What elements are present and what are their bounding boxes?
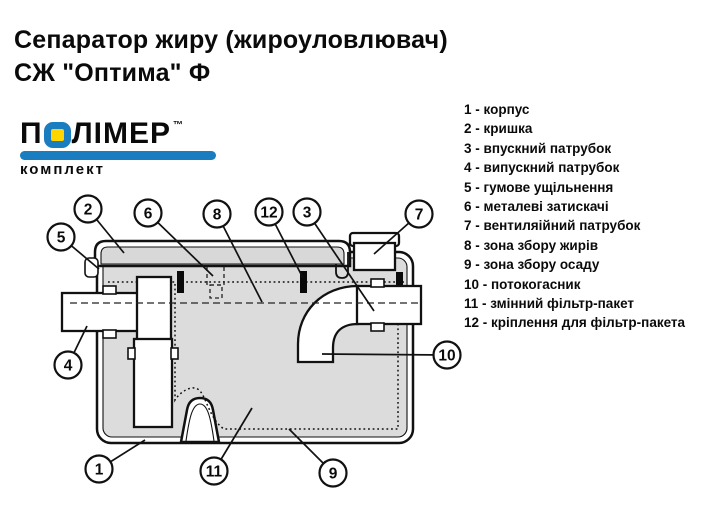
callout-number-2: 2 bbox=[84, 202, 93, 219]
callout-number-5: 5 bbox=[57, 230, 66, 247]
logo-o-swirl-icon bbox=[43, 122, 71, 148]
callout-circle-11 bbox=[199, 456, 229, 486]
trademark-symbol: ™ bbox=[172, 120, 184, 131]
inlet-pipe-tab bbox=[370, 322, 385, 332]
legend-item-number: 10 bbox=[464, 276, 480, 292]
title-line-2: СЖ "Оптима" Ф bbox=[14, 59, 211, 87]
legend-item-4: 4 - випускний патрубок bbox=[464, 160, 620, 176]
callout-circle-10 bbox=[432, 340, 462, 370]
legend-item-2: 2 - кришка bbox=[464, 121, 533, 137]
outlet-pipe-tab bbox=[102, 285, 117, 295]
clamp-bar bbox=[300, 271, 307, 293]
logo-letter-p: П bbox=[20, 117, 43, 150]
outlet-pipe-tab bbox=[102, 329, 117, 339]
logo-blue-bar bbox=[20, 151, 216, 160]
filter-mount-dashed-lower bbox=[209, 284, 223, 299]
callout-circle-9 bbox=[318, 458, 348, 488]
callout-number-7: 7 bbox=[415, 207, 424, 224]
callout-line-3 bbox=[306, 211, 375, 312]
inlet-elbow bbox=[296, 284, 360, 364]
callout-number-3: 3 bbox=[303, 205, 312, 222]
legend-item-label: зона збору жирів bbox=[483, 237, 599, 253]
legend-item-label: металеві затискачі bbox=[483, 199, 609, 215]
legend-item-5: 5 - гумове ущільнення bbox=[464, 179, 614, 195]
callout-circle-1 bbox=[84, 454, 114, 484]
callout-circle-12 bbox=[254, 197, 284, 227]
callout-circle-7 bbox=[404, 199, 434, 229]
logo-subtitle: комплект bbox=[20, 161, 105, 178]
legend: 1 - корпус 2 - кришка 3 - впускний патру… bbox=[464, 100, 702, 333]
callout-circle-4 bbox=[53, 350, 83, 380]
legend-item-number: 5 bbox=[464, 179, 472, 195]
callout-number-12: 12 bbox=[260, 205, 277, 222]
legend-item-number: 3 bbox=[464, 140, 472, 156]
outlet-pipe bbox=[60, 291, 140, 333]
callout-circle-3 bbox=[292, 197, 322, 227]
outlet-tee bbox=[135, 275, 173, 342]
legend-item-label: впускний патрубок bbox=[483, 140, 612, 156]
bottom-ridge-inner bbox=[185, 403, 215, 442]
callout-line-10 bbox=[321, 353, 448, 356]
legend-item-label: корпус bbox=[483, 102, 530, 117]
legend-item-number: 8 bbox=[464, 237, 472, 253]
legend-item-label: вентиляійний патрубок bbox=[483, 218, 641, 234]
inlet-pipe bbox=[355, 284, 423, 326]
legend-item-label: кріплення для фільтр-пакета bbox=[491, 315, 686, 331]
legend-item-number: 12 bbox=[464, 315, 480, 331]
legend-item-10: 10 - потокогасник bbox=[464, 276, 581, 292]
callout-circle-5 bbox=[46, 222, 76, 252]
drop-tube-tab bbox=[127, 347, 136, 360]
legend-item-label: потокогасник bbox=[491, 276, 581, 292]
lid-edge-channel bbox=[335, 252, 349, 279]
legend-item-label: змінний фільтр-пакет bbox=[490, 296, 635, 312]
callout-circle-6 bbox=[133, 198, 163, 228]
legend-item-8: 8 - зона збору жирів bbox=[464, 237, 599, 253]
inlet-pipe-tab bbox=[370, 278, 385, 288]
legend-item-label: випускний патрубок bbox=[483, 160, 620, 176]
callout-circle-8 bbox=[202, 199, 232, 229]
callout-circle-2 bbox=[73, 194, 103, 224]
clamp-bar bbox=[396, 272, 403, 287]
callout-number-8: 8 bbox=[213, 207, 222, 224]
drop-tube-tab bbox=[170, 347, 179, 360]
legend-item-11: 11 - змінний фільтр-пакет bbox=[464, 296, 635, 312]
legend-item-label: гумове ущільнення bbox=[483, 179, 614, 195]
legend-item-number: 2 bbox=[464, 121, 472, 137]
callout-number-9: 9 bbox=[329, 466, 338, 483]
logo-letters: ЛІМЕР bbox=[71, 117, 171, 150]
legend-item-number: 9 bbox=[464, 257, 472, 273]
callout-number-10: 10 bbox=[438, 348, 455, 365]
tank-lid-inner bbox=[100, 246, 345, 265]
callout-number-1: 1 bbox=[95, 462, 104, 479]
callout-line-6 bbox=[147, 212, 214, 277]
legend-item-1: 1 - корпус bbox=[464, 102, 530, 117]
clamp-bar bbox=[177, 271, 184, 293]
tank bbox=[60, 231, 423, 445]
callout-number-11: 11 bbox=[206, 464, 223, 481]
legend-item-12: 12 - кріплення для фільтр-пакета bbox=[464, 315, 686, 331]
legend-item-number: 7 bbox=[464, 218, 472, 234]
callout-line-8 bbox=[216, 213, 263, 303]
legend-item-7: 7 - вентиляійний патрубок bbox=[464, 218, 641, 234]
callout-number-6: 6 bbox=[144, 206, 153, 223]
legend-item-6: 6 - металеві затискачі bbox=[464, 199, 609, 215]
callout-number-4: 4 bbox=[64, 358, 73, 375]
legend-item-3: 3 - впускний патрубок bbox=[464, 140, 612, 156]
title-line-1: Сепаратор жиру (жироуловлювач) bbox=[14, 26, 448, 54]
legend-item-number: 6 bbox=[464, 199, 472, 215]
outlet-drop-tube bbox=[132, 337, 174, 429]
page-title: Сепаратор жиру (жироуловлювач) СЖ "Оптим… bbox=[14, 24, 448, 90]
vent-pipe bbox=[352, 241, 397, 272]
legend-item-number: 1 bbox=[464, 102, 472, 117]
legend-item-label: кришка bbox=[483, 121, 533, 137]
legend-item-number: 11 bbox=[464, 296, 479, 312]
legend-item-9: 9 - зона збору осаду bbox=[464, 257, 600, 273]
legend-item-label: зона збору осаду bbox=[483, 257, 600, 273]
legend-item-number: 4 bbox=[464, 160, 472, 176]
